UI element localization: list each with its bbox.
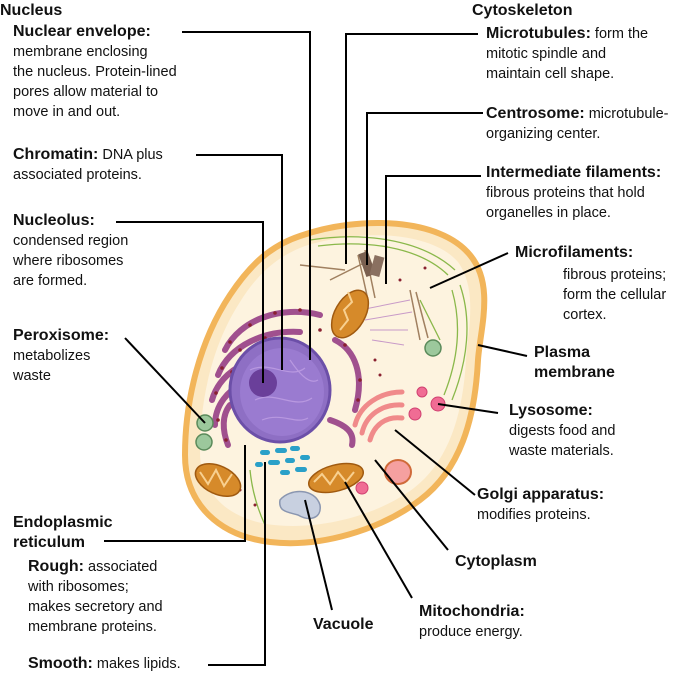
plasma-membrane-title-2: membrane [534, 364, 615, 381]
golgi-title: Golgi apparatus: [477, 486, 605, 503]
vacuole [279, 490, 321, 520]
vacuole-label: Vacuole [313, 615, 373, 635]
peroxisome-label: Peroxisome: metabolizes waste [13, 326, 109, 386]
peroxisome-line-2: waste [13, 368, 51, 384]
lysosome-line-2: waste materials. [509, 443, 614, 459]
nucleolus-line-3: are formed. [13, 273, 88, 289]
rough-title: Rough: [28, 558, 84, 575]
er-title-line-2: reticulum [13, 534, 86, 551]
microtubules-inline: form the [590, 26, 649, 42]
rough-er-label: Rough: associated with ribosomes; makes … [28, 557, 163, 637]
rough-line-1: with ribosomes; [28, 579, 129, 595]
intermediate-line-1: fibrous proteins that hold [486, 185, 645, 201]
lysosomes [355, 386, 446, 495]
mitochondria [194, 289, 370, 497]
microfilaments [249, 236, 468, 526]
centrosome-inline: microtubule- [584, 106, 669, 122]
cytoplasm-label: Cytoplasm [455, 552, 537, 572]
leader-lines [104, 31, 528, 666]
smooth-inline: makes lipids. [92, 656, 181, 672]
microtubules-title: Microtubules: [486, 25, 591, 42]
golgi-apparatus [352, 389, 405, 443]
nuclear-envelope-line-2: the nucleus. Protein-lined [13, 64, 177, 80]
mitochondria-label: Mitochondria: produce energy. [419, 602, 525, 642]
nucleolus-line-2: where ribosomes [13, 253, 124, 269]
cytoskeleton-header: Cytoskeleton [472, 2, 573, 19]
er-label: Endoplasmic reticulum [13, 513, 113, 553]
plasma-membrane-label: Plasma membrane [534, 343, 615, 383]
nuclear-envelope-line-1: membrane enclosing [13, 44, 148, 60]
vacuole-title: Vacuole [313, 616, 374, 633]
intermediate-filaments-label: Intermediate filaments: fibrous proteins… [486, 163, 661, 223]
centrosome-title: Centrosome: [486, 105, 585, 122]
er-title-line-1: Endoplasmic [13, 514, 113, 531]
microfilaments-label: Microfilaments: [515, 243, 633, 263]
mitochondria-line-1: produce energy. [419, 624, 523, 640]
lysosome-line-1: digests food and [509, 423, 616, 439]
nucleolus-line-1: condensed region [13, 233, 129, 249]
smooth-title: Smooth: [28, 655, 93, 672]
nuclear-envelope-line-3: pores allow material to [13, 84, 159, 100]
nuclear-envelope-title: Nuclear envelope: [13, 23, 151, 40]
chromatin-label: Chromatin: DNA plus associated proteins. [13, 145, 163, 185]
microfilaments-desc: fibrous proteins; form the cellular cort… [563, 265, 666, 325]
golgi-label: Golgi apparatus: modifies proteins. [477, 485, 604, 525]
plasma-membrane-title-1: Plasma [534, 344, 591, 361]
peroxisome-title: Peroxisome: [13, 327, 110, 344]
chromatin-inline: DNA plus [98, 147, 163, 163]
peroxisome-line-1: metabolizes [13, 348, 91, 364]
microfilaments-line-3: cortex. [563, 307, 607, 323]
nuclear-envelope-line-4: move in and out. [13, 104, 121, 120]
microfilaments-line-1: fibrous proteins; [563, 267, 667, 283]
smooth-er [255, 446, 310, 475]
microfilaments-line-2: form the cellular [563, 287, 667, 303]
nuclear-envelope-label: Nuclear envelope: membrane enclosing the… [13, 22, 177, 122]
chromatin [249, 359, 319, 421]
intermediate-title: Intermediate filaments: [486, 164, 662, 181]
intermediate-line-2: organelles in place. [486, 205, 611, 221]
golgi-line-1: modifies proteins. [477, 507, 591, 523]
nucleolus-label: Nucleolus: condensed region where riboso… [13, 211, 128, 291]
lysosome-title: Lysosome: [509, 402, 593, 419]
microtubules-line-1: mitotic spindle and [486, 46, 607, 62]
nucleus-header: Nucleus [0, 2, 63, 19]
centrosome-line-1: organizing center. [486, 126, 601, 142]
nucleolus-title: Nucleolus: [13, 212, 95, 229]
chromatin-line-1: associated proteins. [13, 167, 142, 183]
rough-line-2: makes secretory and [28, 599, 163, 615]
vesicle [384, 459, 412, 485]
rough-line-3: membrane proteins. [28, 619, 157, 635]
centrosome-label: Centrosome: microtubule- organizing cent… [486, 104, 669, 144]
microfilaments-title: Microfilaments: [515, 244, 634, 261]
mitochondria-title: Mitochondria: [419, 603, 525, 620]
chromatin-title: Chromatin: [13, 146, 99, 163]
lysosome-label: Lysosome: digests food and waste materia… [509, 401, 615, 461]
microtubules-line-2: maintain cell shape. [486, 66, 615, 82]
rough-inline: associated [83, 559, 158, 575]
cytoplasm-title: Cytoplasm [455, 553, 537, 570]
microtubules-label: Microtubules: form the mitotic spindle a… [486, 24, 648, 84]
smooth-er-label: Smooth: makes lipids. [28, 654, 181, 674]
